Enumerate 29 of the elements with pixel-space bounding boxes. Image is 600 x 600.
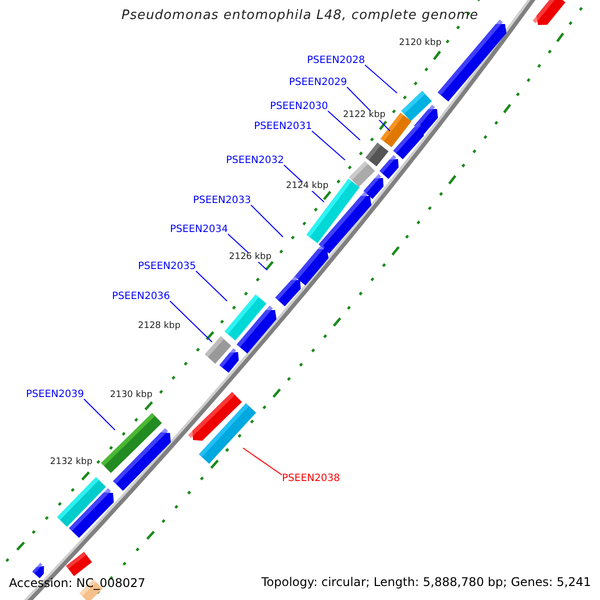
- footer-text: Accession: NC_008027: [9, 577, 146, 589]
- leader-line: [327, 110, 360, 140]
- footer-text: Topology: circular; Length: 5,888,780 bp; Genes: 5,241: [261, 576, 591, 588]
- leader-line: [195, 270, 228, 302]
- position-label: 2124 kbp: [286, 182, 328, 191]
- gene-label: PSEEN2031: [254, 122, 312, 132]
- gene-label: PSEEN2036: [112, 292, 170, 302]
- gene-label: PSEEN2028: [307, 56, 365, 66]
- leader-line: [364, 64, 398, 94]
- leader-line: [311, 130, 346, 160]
- position-label: 2126 kbp: [229, 253, 272, 262]
- leader-line: [242, 448, 282, 476]
- position-label: 2128 kbp: [138, 322, 180, 331]
- gene-label: PSEEN2039: [26, 390, 84, 400]
- gene-label: PSEEN2035: [138, 262, 196, 272]
- gene-label: PSEEN2033: [193, 196, 251, 206]
- leader-line: [169, 300, 212, 342]
- title: Pseudomonas entomophila L48, complete genome: [120, 9, 480, 22]
- leader-line: [250, 204, 284, 238]
- position-label: 2120 kbp: [399, 39, 442, 48]
- position-label: 2130 kbp: [110, 391, 152, 400]
- gene-label: PSEEN2034: [170, 225, 228, 235]
- leader-line: [83, 398, 116, 430]
- position-label: 2132 kbp: [50, 458, 92, 467]
- position-label: 2122 kbp: [343, 111, 386, 120]
- gene-label: PSEEN2030: [270, 102, 328, 112]
- gene-label: PSEEN2038: [282, 474, 340, 484]
- gene-label: PSEEN2029: [289, 78, 347, 88]
- gene-label: PSEEN2032: [226, 156, 284, 166]
